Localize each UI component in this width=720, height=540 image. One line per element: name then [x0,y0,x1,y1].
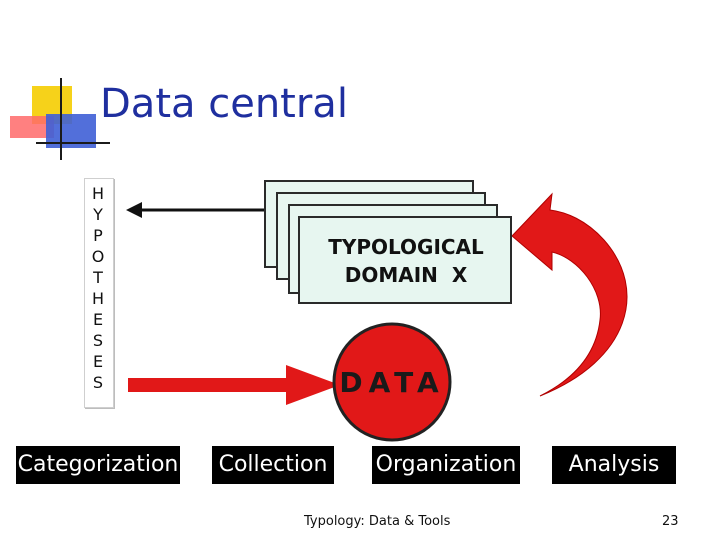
arrow-to-data-shaft [128,378,288,392]
arrow-to-hypotheses-head [126,202,142,218]
hypotheses-letter: E [92,310,104,329]
stage-analysis: Analysis [552,446,676,484]
hypotheses-letter: O [91,247,105,266]
page-title: Data central [100,81,348,127]
data-circle [332,322,452,442]
logo-squares-decoration [10,78,110,160]
hypotheses-letter: S [92,373,104,392]
hypotheses-letter: E [92,352,104,371]
domain-label-line2: DOMAIN X [344,263,468,287]
domain-label-line1: TYPOLOGICAL [328,235,484,259]
data-circle-shape [332,322,452,442]
logo-vertical-line [60,78,62,160]
arrow-to-data-head [286,365,340,405]
hypotheses-letter: S [92,331,104,350]
hypotheses-letter: T [93,268,103,287]
stage-collection: Collection [212,446,334,484]
domain-card-front [298,216,512,304]
red-square [10,116,54,138]
data-label: DATA [339,366,445,399]
hypotheses-box [84,178,114,408]
footer-text: Typology: Data & Tools [304,514,451,529]
page-number: 23 [662,514,679,529]
hypotheses-letter: P [93,226,103,245]
hypotheses-letter: Y [93,205,103,224]
title-underline [36,142,110,144]
hypotheses-letter: H [91,184,105,203]
stage-organization: Organization [372,446,520,484]
hypotheses-letter: H [91,289,105,308]
feedback-curved-arrow [511,192,628,397]
stage-categorization: Categorization [16,446,180,484]
domain-label: TYPOLOGICAL DOMAIN X [306,233,506,289]
